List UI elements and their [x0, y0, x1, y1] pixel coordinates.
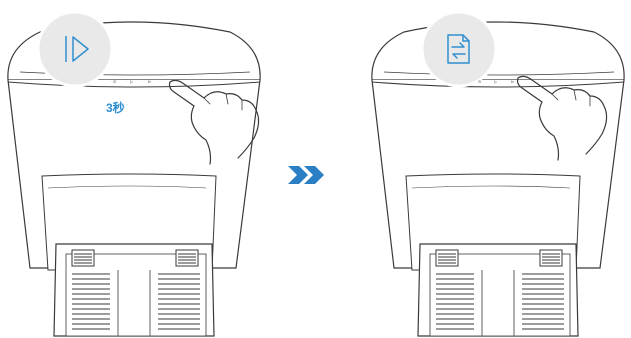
panel-marking: ⊙	[478, 79, 481, 84]
double-chevron-right-icon	[288, 166, 324, 184]
hold-duration-label: 3秒	[106, 101, 125, 115]
panel-marking: ⊳	[148, 79, 151, 84]
step-2-button-callout	[420, 10, 498, 88]
panel-marking: ▷	[494, 79, 498, 84]
step-2-station	[371, 21, 625, 337]
panel-marking: ⊙	[113, 79, 116, 84]
step-1-button-callout	[36, 10, 114, 88]
step-1-panel-markings: ⊙ ▷ ⊳	[113, 79, 151, 84]
panel-marking: ▷	[130, 79, 134, 84]
switch-icon	[447, 34, 470, 64]
play-pause-icon	[65, 36, 89, 62]
step-2-panel-markings: ⊙ ▷ ⊳	[478, 79, 514, 84]
panel-marking: ⊳	[511, 79, 514, 84]
